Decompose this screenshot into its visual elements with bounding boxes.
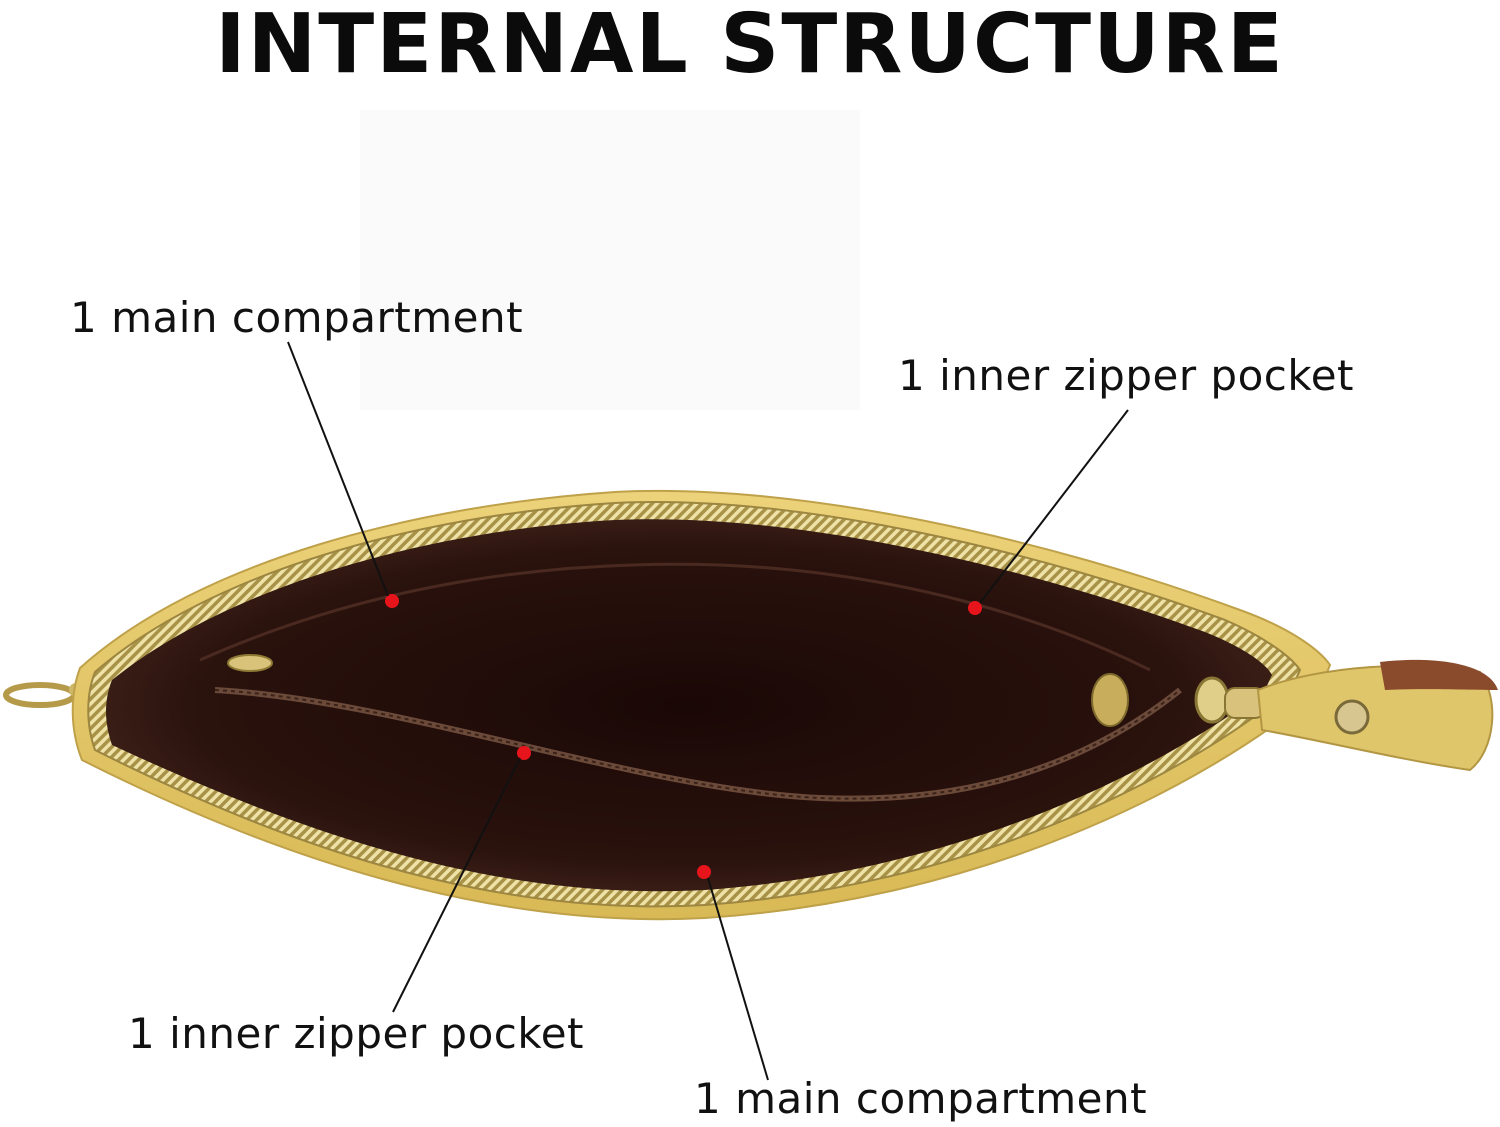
label-inner-zipper-pocket-bottom: 1 inner zipper pocket (128, 1009, 585, 1058)
upper-lining-fold (199, 562, 1151, 672)
leader-zip-bottom (392, 757, 521, 1013)
label-inner-zipper-pocket-top: 1 inner zipper pocket (898, 351, 1355, 400)
marker-main-bottom (697, 865, 711, 879)
label-main-compartment-top: 1 main compartment (70, 293, 524, 342)
background-shadow (360, 110, 860, 410)
zipper-pull (1194, 676, 1266, 724)
left-clip (227, 654, 273, 672)
leader-main-bottom (707, 877, 769, 1081)
left-ring (3, 682, 83, 708)
marker-zip-bottom (517, 746, 531, 760)
page-title: INTERNAL STRUCTURE (215, 0, 1285, 92)
leader-main-top (287, 341, 389, 597)
inner-zipper-teeth (214, 689, 1181, 800)
leader-zip-top (979, 409, 1129, 604)
right-clip (1091, 673, 1129, 727)
leather-tab (1256, 659, 1498, 772)
marker-zip-top (968, 601, 982, 615)
label-main-compartment-bottom: 1 main compartment (694, 1074, 1148, 1123)
marker-main-top (385, 594, 399, 608)
